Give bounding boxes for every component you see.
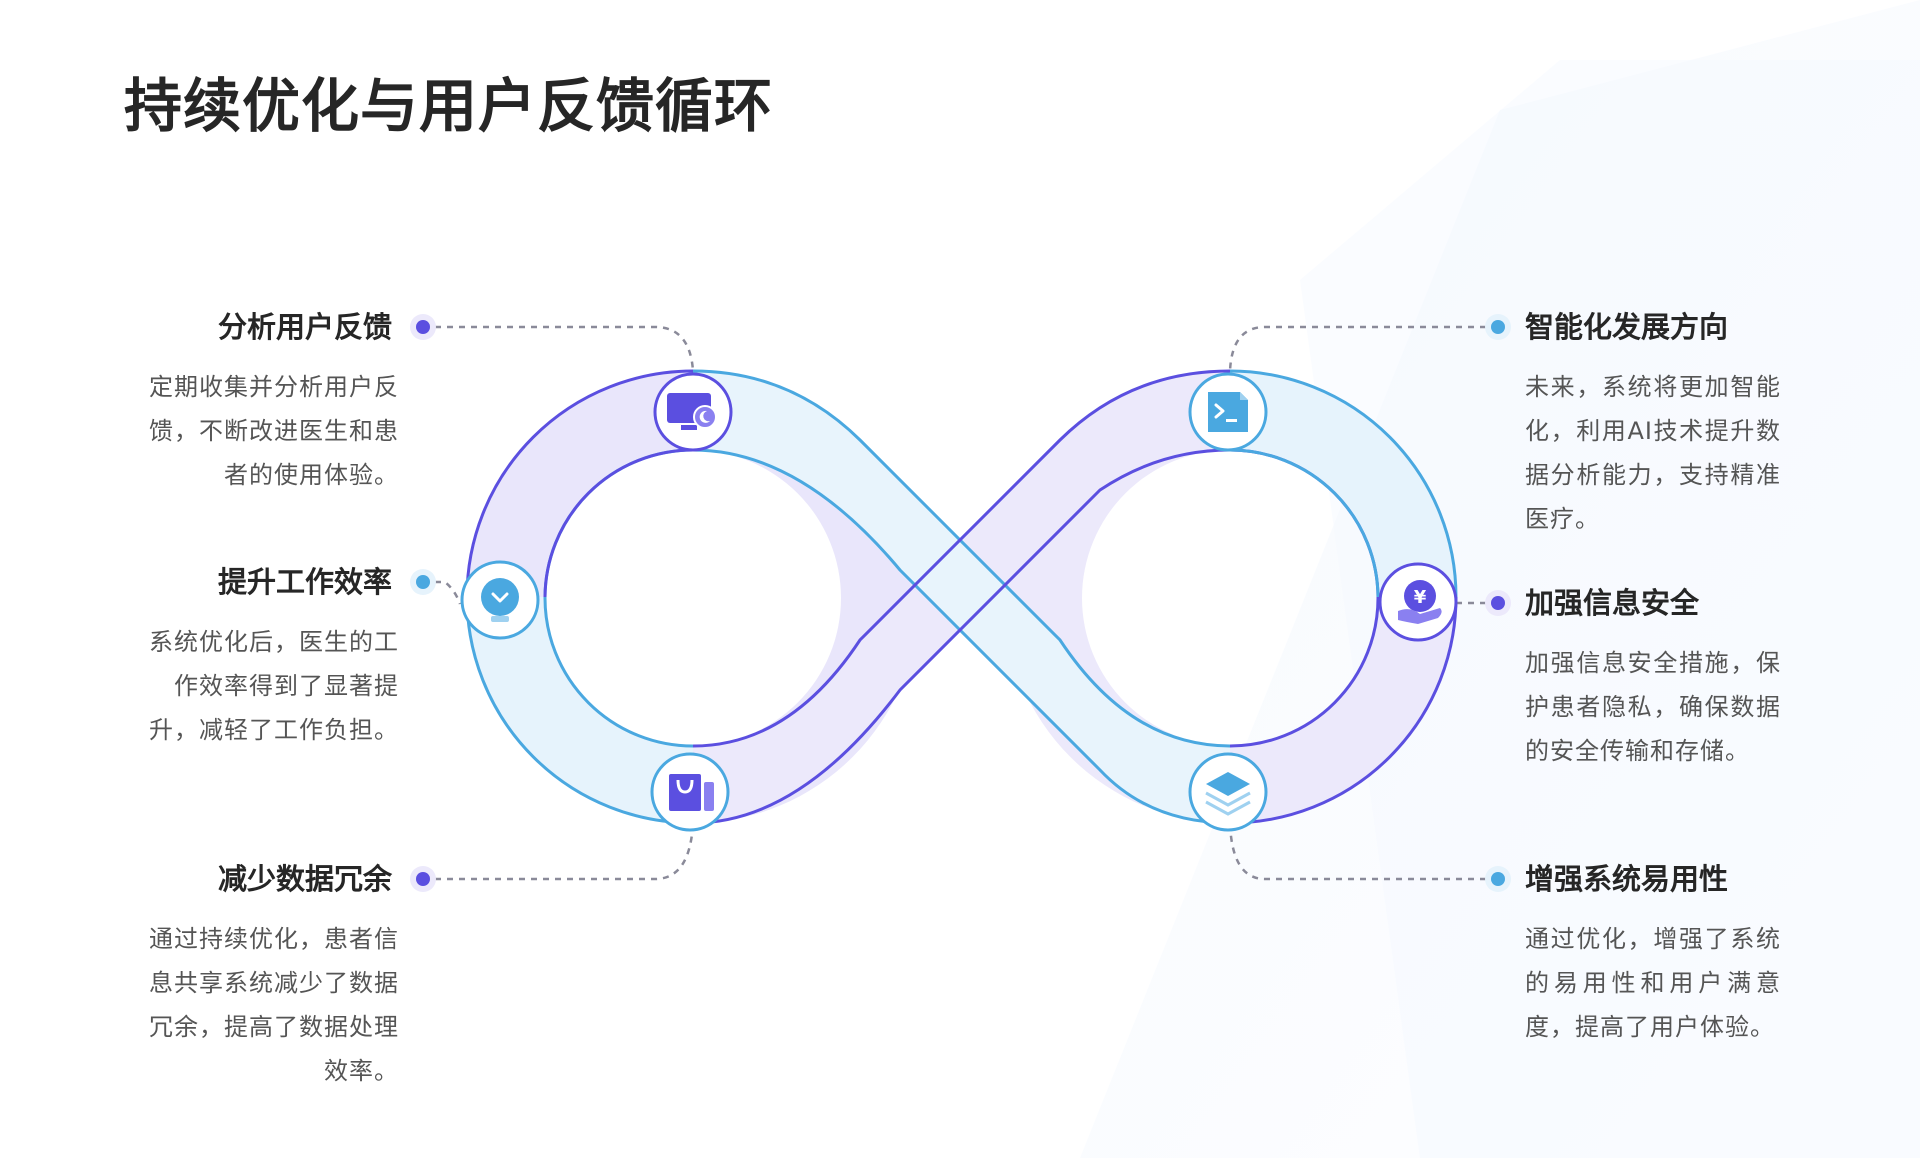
connector-usability — [1228, 822, 1498, 881]
node-security: ¥ — [1378, 562, 1458, 642]
item-desc-analyze-feedback: 定期收集并分析用户反馈，不断改进医生和患者的使用体验。 — [149, 373, 399, 489]
outline-left-outer-bottom — [465, 596, 694, 825]
outline-cross-purple-top — [692, 369, 1231, 748]
outline-cross-purple-bottom — [692, 448, 1231, 825]
outline-left-outer-top — [465, 369, 694, 598]
connector-redundancy — [423, 822, 695, 881]
outline-cross-blue-top — [692, 369, 1231, 748]
terminal-file-icon — [1208, 392, 1248, 432]
connector-intelligent — [1228, 325, 1498, 372]
dot-efficiency — [416, 575, 430, 589]
left-ring-blue-lower — [467, 597, 693, 823]
item-title-improve-efficiency: 提升工作效率 — [217, 565, 392, 599]
yuan-hand-icon: ¥ — [1398, 580, 1442, 624]
shopping-bag-icon — [669, 774, 714, 811]
dot-analyze — [416, 320, 430, 334]
outline-left-inner-top — [543, 448, 694, 598]
node-usability — [1188, 752, 1268, 832]
item-title-analyze-feedback: 分析用户反馈 — [217, 310, 392, 344]
item-title-reduce-redundancy: 减少数据冗余 — [217, 862, 392, 896]
item-title-usability: 增强系统易用性 — [1525, 862, 1729, 896]
item-desc-usability: 通过优化，增强了系统的易用性和用户满意度，提高了用户体验。 — [1525, 925, 1781, 1041]
item-title-intelligent-direction: 智能化发展方向 — [1525, 310, 1729, 344]
outline-cross-blue-bottom — [692, 448, 1231, 825]
layers-icon — [1205, 772, 1251, 816]
item-desc-reduce-redundancy: 通过持续优化，患者信息共享系统减少了数据冗余，提高了数据处理效率。 — [149, 925, 399, 1085]
svg-text:¥: ¥ — [1414, 587, 1427, 608]
item-desc-improve-efficiency: 系统优化后，医生的工作效率得到了显著提升，减轻了工作负担。 — [149, 628, 399, 744]
monitor-moon-icon — [667, 393, 717, 430]
node-analyze — [653, 372, 733, 452]
node-efficiency — [460, 560, 540, 640]
dot-security — [1491, 596, 1505, 610]
right-ring-blue-upper — [1230, 371, 1456, 597]
node-redundancy — [650, 752, 730, 832]
item-title-security: 加强信息安全 — [1525, 586, 1700, 620]
outline-right-outer-top — [1229, 369, 1458, 598]
dot-redundancy — [416, 872, 430, 886]
dot-usability — [1491, 872, 1505, 886]
item-desc-intelligent-direction: 未来，系统将更加智能化，利用AI技术提升数据分析能力，支持精准医疗。 — [1525, 373, 1781, 533]
node-intelligent — [1188, 372, 1268, 452]
lightbulb-icon — [481, 578, 519, 622]
outline-right-outer-bottom — [1229, 596, 1458, 825]
cross-band-blue-shape — [693, 371, 1230, 823]
page-title: 持续优化与用户反馈循环 — [124, 72, 774, 140]
left-ring-blue-part — [467, 371, 693, 597]
connector-analyze — [423, 325, 695, 372]
dot-intelligent — [1491, 320, 1505, 334]
item-desc-security: 加强信息安全措施，保护患者隐私，确保数据的安全传输和存储。 — [1525, 649, 1781, 765]
outline-right-inner-top — [1229, 448, 1380, 598]
